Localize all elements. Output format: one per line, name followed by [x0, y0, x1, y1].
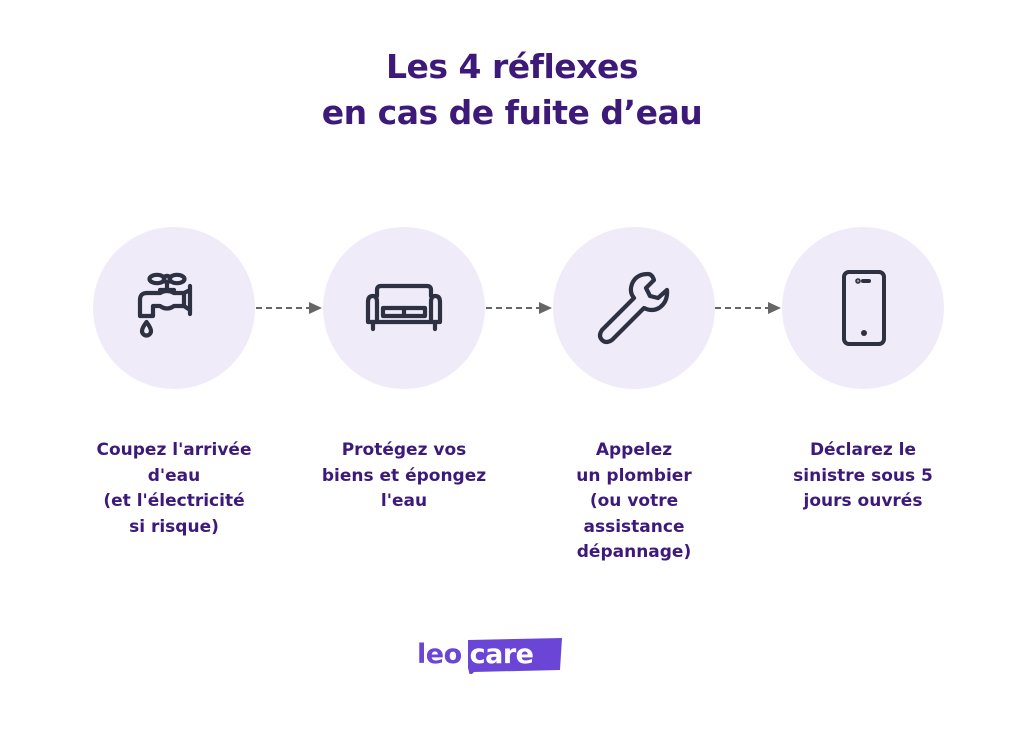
step-2-line-3: l'eau: [380, 491, 428, 511]
step-3-line-4: assistance: [583, 516, 685, 537]
step-3-line-5: dépannage): [576, 542, 692, 562]
step-2-line-2: biens et épongez: [321, 465, 487, 486]
step-3-line-3: (ou votre: [589, 491, 679, 511]
faucet-icon: [137, 272, 193, 338]
step-4-line-1: Déclarez le: [809, 440, 917, 460]
step-3-line-2: un plombier: [576, 465, 692, 486]
step-3-circle: [553, 227, 715, 389]
step-2-label: Protégez vos biens et épongez l'eau: [294, 438, 514, 515]
step-1-label: Coupez l'arrivée d'eau (et l'électricité…: [64, 438, 284, 540]
arrow-3-to-4: [715, 302, 781, 314]
step-1-line-1: Coupez l'arrivée: [96, 440, 252, 460]
title-line-2: en cas de fuite d’eau: [321, 93, 703, 132]
step-4-circle: [782, 227, 944, 389]
logo-text-care: care: [469, 639, 534, 670]
step-1-circle: [93, 227, 255, 389]
title-line-1: Les 4 réflexes: [385, 47, 639, 86]
wrench-icon: [597, 271, 670, 345]
step-3-line-1: Appelez: [595, 440, 673, 460]
sofa-icon: [365, 283, 443, 332]
step-2-line-1: Protégez vos: [341, 440, 467, 460]
arrow-2-to-3: [486, 302, 552, 314]
logo-care-badge: care: [464, 638, 562, 674]
logo-badge-shape: [467, 638, 562, 674]
step-1-line-3: (et l'électricité: [103, 491, 245, 511]
page-title: Les 4 réflexes en cas de fuite d’eau: [0, 44, 1024, 136]
arrow-1-to-2: [256, 302, 322, 314]
step-4-label: Déclarez le sinistre sous 5 jours ouvrés: [753, 438, 973, 515]
step-3-label: Appelez un plombier (ou votre assistance…: [524, 438, 744, 566]
logo-text-leo: leo: [417, 639, 462, 670]
step-1-line-2: d'eau: [147, 465, 201, 486]
step-1-line-4: si risque): [129, 516, 219, 537]
leocare-logo: leo care: [417, 636, 577, 674]
step-4-line-2: sinistre sous 5: [793, 465, 933, 486]
step-4-line-3: jours ouvrés: [803, 491, 923, 511]
smartphone-icon: [842, 270, 886, 346]
step-2-circle: [323, 227, 485, 389]
